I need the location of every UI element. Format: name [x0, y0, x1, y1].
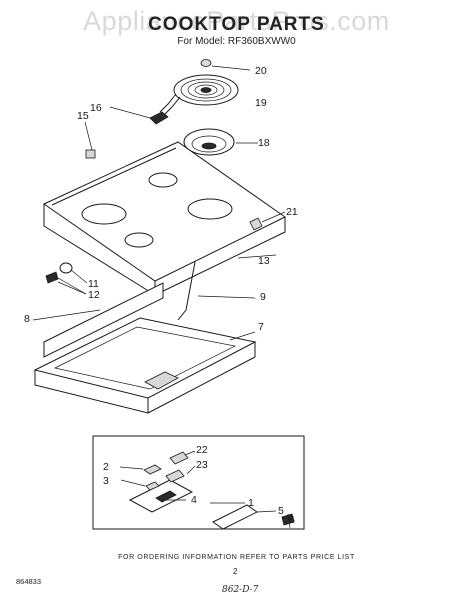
part-label-12: 12	[88, 289, 100, 301]
handwritten-code: 862-D-7	[222, 585, 259, 595]
page-number: 2	[233, 567, 238, 576]
part-label-23: 23	[196, 459, 208, 471]
part-label-21: 21	[286, 206, 298, 218]
part-label-1: 1	[248, 497, 254, 509]
page-title: COOKTOP PARTS	[148, 14, 325, 35]
part-label-4: 4	[191, 494, 197, 506]
drip-bowl-18	[183, 128, 258, 156]
watermark: AppliancePartsPros.com	[83, 6, 390, 36]
part-label-11: 11	[88, 278, 99, 290]
part-label-8: 8	[24, 313, 30, 325]
part-label-15: 15	[77, 110, 89, 122]
surface-burner-19	[159, 74, 239, 116]
rod-9	[177, 261, 257, 321]
part-label-5: 5	[278, 505, 284, 517]
part-label-18: 18	[258, 137, 270, 149]
burner-box-7	[33, 317, 257, 414]
bracket-21	[249, 211, 286, 231]
part-label-13: 13	[258, 255, 270, 267]
part-label-2: 2	[103, 461, 109, 473]
part-label-6: 6	[289, 514, 295, 526]
part-label-16: 16	[90, 102, 102, 114]
model-number: For Model: RF360BXWW0	[177, 36, 296, 47]
connector-11-12	[45, 262, 88, 295]
part-label-22: 22	[196, 444, 208, 456]
clip-15	[84, 121, 96, 159]
part-label-9: 9	[260, 291, 266, 303]
part-label-19: 19	[255, 97, 267, 109]
trim-strip-8	[32, 282, 164, 358]
cooktop-13	[42, 141, 286, 296]
burner-cap-20	[200, 59, 251, 71]
part-label-3: 3	[103, 475, 109, 487]
ordering-note: FOR ORDERING INFORMATION REFER TO PARTS …	[118, 554, 355, 561]
switch-detail-inset	[92, 435, 305, 530]
part-label-20: 20	[255, 65, 267, 77]
document-number: 864833	[16, 577, 42, 586]
terminal-block-16	[109, 106, 169, 125]
part-label-7: 7	[258, 321, 264, 333]
